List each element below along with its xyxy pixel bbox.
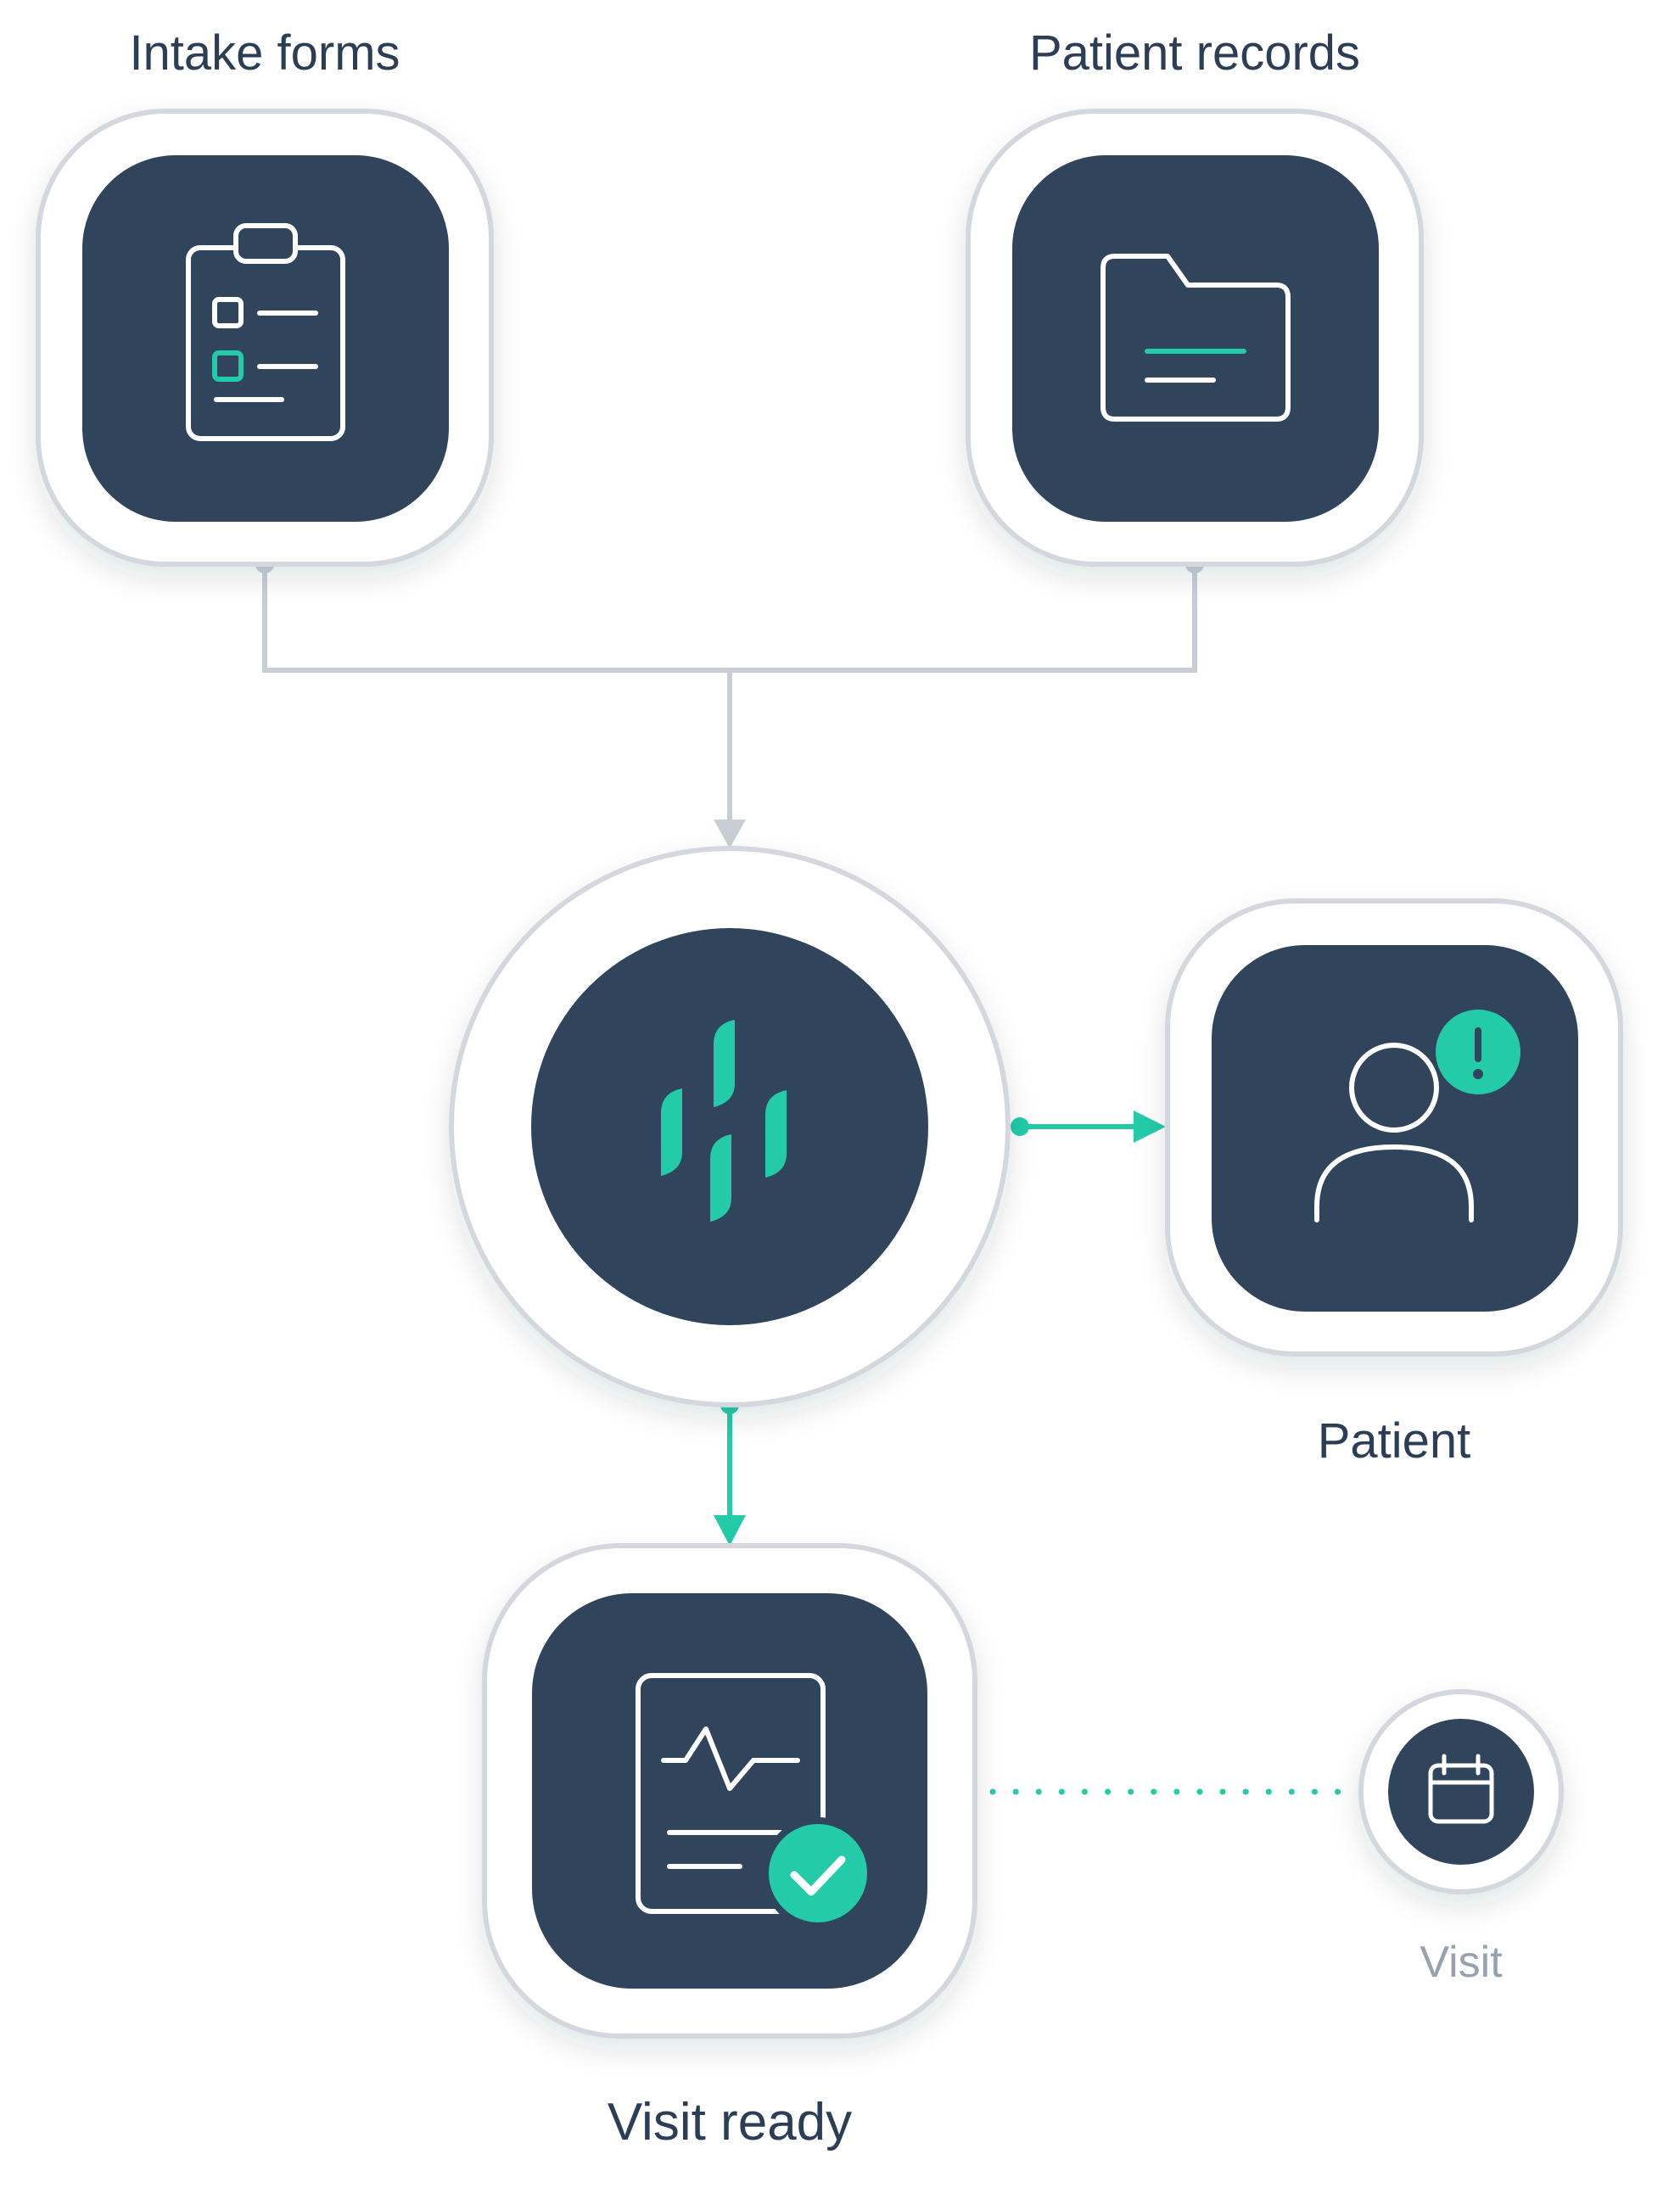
visit-ready-label: Visit ready: [608, 2093, 852, 2151]
hub-node[interactable]: [449, 846, 1011, 1407]
brand-logo-icon: [661, 1020, 787, 1222]
arrow-to-hub: [714, 820, 746, 848]
visit-node[interactable]: [1358, 1689, 1564, 1894]
visit-ready-node[interactable]: [482, 1543, 977, 2039]
visit-ready-tile: [532, 1593, 927, 1989]
visit-tile: [1388, 1719, 1534, 1865]
intake-forms-node[interactable]: [36, 109, 494, 567]
hub-tile: [531, 928, 928, 1325]
visit-label: Visit: [1420, 1938, 1503, 1987]
intake-forms-label: Intake forms: [129, 25, 400, 81]
patient-label: Patient: [1318, 1413, 1471, 1469]
intake-forms-tile: [82, 155, 449, 522]
connector-hub-to-patient: [1011, 1111, 1166, 1143]
alert-badge-icon: [1436, 1010, 1520, 1094]
calendar-icon: [1428, 1754, 1494, 1824]
user-icon: [1314, 1043, 1474, 1223]
patient-records-node[interactable]: [966, 109, 1424, 567]
patient-records-tile: [1012, 155, 1379, 522]
clipboard-checklist-icon: [186, 223, 345, 441]
medical-report-icon: [636, 1673, 826, 1914]
merge-connector: [262, 564, 1197, 823]
check-badge-icon: [762, 1817, 874, 1929]
folder-icon: [1100, 254, 1291, 422]
connector-hub-to-visit-ready: [714, 1396, 746, 1546]
patient-records-label: Patient records: [1029, 25, 1360, 81]
patient-node[interactable]: [1165, 898, 1623, 1357]
